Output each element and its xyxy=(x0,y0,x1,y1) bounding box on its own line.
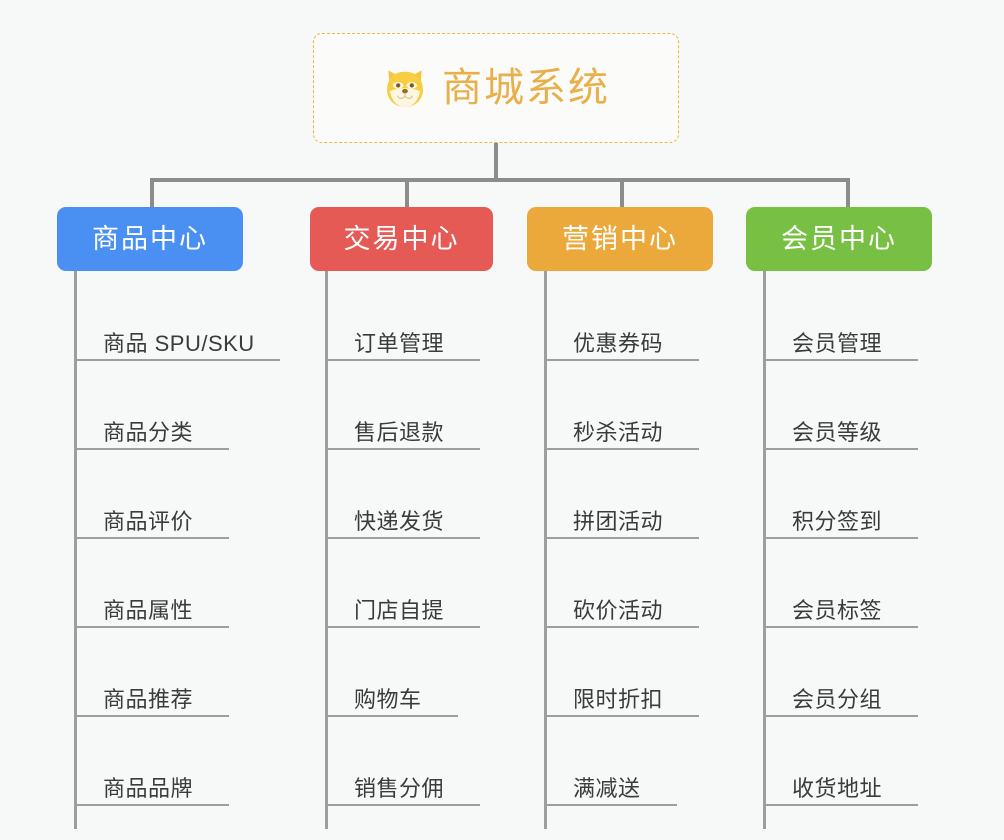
leaf-label: 订单管理 xyxy=(354,330,445,356)
category-box-trade[interactable]: 交易中心 xyxy=(310,207,493,271)
leaf-item[interactable]: 购物车 xyxy=(325,627,458,717)
leaf-label: 商品评价 xyxy=(103,508,194,534)
leaf-item[interactable]: 会员分组 xyxy=(763,627,918,717)
leaf-label: 限时折扣 xyxy=(573,686,664,712)
category-label: 商品中心 xyxy=(92,223,208,254)
leaf-item[interactable]: 商品品牌 xyxy=(74,716,229,806)
leaf-label: 会员等级 xyxy=(792,419,883,445)
leaf-label: 商品属性 xyxy=(103,597,194,623)
leaf-item[interactable]: 会员标签 xyxy=(763,538,918,628)
category-label: 营销中心 xyxy=(562,223,678,254)
connector-drop-1 xyxy=(150,178,154,208)
leaf-item[interactable]: 积分签到 xyxy=(763,449,918,539)
leaf-item[interactable]: 会员管理 xyxy=(763,271,918,361)
category-box-member[interactable]: 会员中心 xyxy=(746,207,932,271)
leaf-label: 商品推荐 xyxy=(103,686,194,712)
leaf-label: 会员分组 xyxy=(792,686,883,712)
leaf-item[interactable]: 门店自提 xyxy=(325,538,480,628)
leaf-label: 快递发货 xyxy=(354,508,445,534)
leaf-label: 收货地址 xyxy=(792,775,883,801)
category-label: 会员中心 xyxy=(781,223,897,254)
leaf-item[interactable]: 商品属性 xyxy=(74,538,229,628)
leaf-item[interactable]: 商品推荐 xyxy=(74,627,229,717)
root-title: 商城系统 xyxy=(442,66,610,110)
leaf-label: 购物车 xyxy=(354,686,422,712)
leaf-item[interactable]: 会员等级 xyxy=(763,360,918,450)
leaf-label: 秒杀活动 xyxy=(573,419,664,445)
leaf-label: 积分签到 xyxy=(792,508,883,534)
leaf-label: 满减送 xyxy=(573,775,641,801)
leaf-item[interactable]: 秒杀活动 xyxy=(544,360,699,450)
category-label: 交易中心 xyxy=(343,223,460,254)
connector-root-stem xyxy=(494,143,498,181)
leaf-item[interactable]: 商品 SPU/SKU xyxy=(74,271,280,361)
leaf-label: 会员管理 xyxy=(792,330,883,356)
connector-drop-4 xyxy=(846,178,850,208)
category-box-marketing[interactable]: 营销中心 xyxy=(527,207,713,271)
branch-spine xyxy=(325,271,328,829)
leaf-item[interactable]: 拼团活动 xyxy=(544,449,699,539)
branch-spine xyxy=(74,271,77,829)
leaf-label: 商品分类 xyxy=(103,419,194,445)
leaf-label: 门店自提 xyxy=(354,597,445,623)
root-node[interactable]: 商城系统 xyxy=(313,33,679,143)
leaf-label: 销售分佣 xyxy=(354,775,445,801)
leaf-label: 售后退款 xyxy=(354,419,445,445)
leaf-item[interactable]: 限时折扣 xyxy=(544,627,699,717)
leaf-item[interactable]: 快递发货 xyxy=(325,449,480,539)
leaf-item[interactable]: 销售分佣 xyxy=(325,716,480,806)
connector-drop-2 xyxy=(405,178,409,208)
leaf-item[interactable]: 优惠券码 xyxy=(544,271,699,361)
category-box-product[interactable]: 商品中心 xyxy=(57,207,243,271)
leaf-item[interactable]: 商品分类 xyxy=(74,360,229,450)
leaf-item[interactable]: 满减送 xyxy=(544,716,677,806)
branch-spine xyxy=(544,271,547,829)
leaf-label: 砍价活动 xyxy=(573,597,664,623)
leaf-item[interactable]: 订单管理 xyxy=(325,271,480,361)
leaf-label: 商品品牌 xyxy=(103,775,194,801)
connector-drop-3 xyxy=(620,178,624,208)
connector-horizontal-bus xyxy=(150,178,850,182)
leaf-label: 会员标签 xyxy=(792,597,883,623)
branch-spine xyxy=(763,271,766,829)
leaf-item[interactable]: 收货地址 xyxy=(763,716,918,806)
leaf-item[interactable]: 售后退款 xyxy=(325,360,480,450)
leaf-label: 优惠券码 xyxy=(573,330,664,356)
leaf-label: 拼团活动 xyxy=(573,508,664,534)
leaf-item[interactable]: 商品评价 xyxy=(74,449,229,539)
leaf-item[interactable]: 砍价活动 xyxy=(544,538,699,628)
dog-face-icon xyxy=(382,66,428,112)
leaf-label: 商品 SPU/SKU xyxy=(103,330,255,356)
